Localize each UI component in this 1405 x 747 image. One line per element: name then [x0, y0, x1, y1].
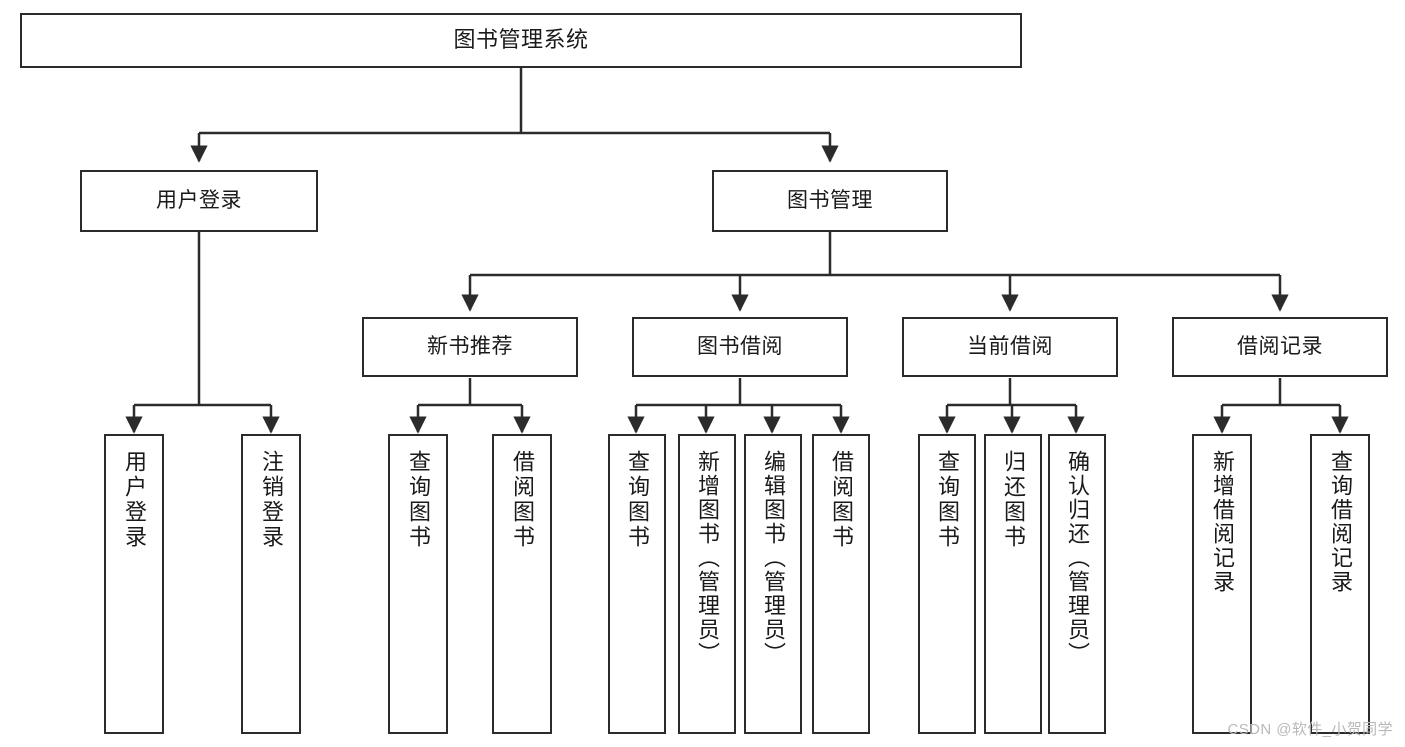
node-label: 借阅图书: [829, 450, 854, 550]
node-label: 查询借阅记录: [1328, 450, 1353, 594]
node-label: 查询图书: [625, 450, 650, 550]
leaf-records-add-record[interactable]: 新增借阅记录: [1192, 434, 1252, 734]
node-label: 用户登录: [122, 450, 147, 550]
leaf-borrow-edit-book-admin[interactable]: 编辑图书（管理员）: [744, 434, 802, 734]
node-label: 当前借阅: [967, 335, 1053, 359]
leaf-records-query-record[interactable]: 查询借阅记录: [1310, 434, 1370, 734]
node-borrow-records[interactable]: 借阅记录: [1172, 317, 1388, 377]
node-book-borrow[interactable]: 图书借阅: [632, 317, 848, 377]
leaf-current-return-book[interactable]: 归还图书: [984, 434, 1042, 734]
leaf-current-query-book[interactable]: 查询图书: [918, 434, 976, 734]
leaf-user-login[interactable]: 用户登录: [104, 434, 164, 734]
node-label: 借阅图书: [510, 450, 535, 550]
node-label: 查询图书: [935, 450, 960, 550]
leaf-current-confirm-return-admin[interactable]: 确认归还（管理员）: [1048, 434, 1106, 734]
leaf-recommend-query-book[interactable]: 查询图书: [388, 434, 448, 734]
watermark: CSDN @软件_小贺同学: [1227, 721, 1393, 738]
node-label: 编辑图书（管理员）: [761, 450, 786, 666]
node-label: 注销登录: [259, 450, 284, 550]
node-user-login[interactable]: 用户登录: [80, 170, 318, 232]
node-label: 新增借阅记录: [1210, 450, 1235, 594]
leaf-borrow-add-book-admin[interactable]: 新增图书（管理员）: [678, 434, 736, 734]
node-label: 确认归还（管理员）: [1065, 450, 1090, 666]
node-label: 查询图书: [406, 450, 431, 550]
node-label: 图书借阅: [697, 335, 783, 359]
leaf-logout[interactable]: 注销登录: [241, 434, 301, 734]
node-label: 新书推荐: [427, 335, 513, 359]
node-current-borrow[interactable]: 当前借阅: [902, 317, 1118, 377]
leaf-borrow-query-book[interactable]: 查询图书: [608, 434, 666, 734]
node-label: 借阅记录: [1237, 335, 1323, 359]
node-new-book-recommend[interactable]: 新书推荐: [362, 317, 578, 377]
node-label: 用户登录: [156, 189, 242, 213]
node-label: 新增图书（管理员）: [695, 450, 720, 666]
node-label: 图书管理系统: [453, 27, 589, 53]
node-label: 归还图书: [1001, 450, 1026, 550]
node-label: 图书管理: [787, 189, 873, 213]
node-book-management[interactable]: 图书管理: [712, 170, 948, 232]
leaf-recommend-borrow-book[interactable]: 借阅图书: [492, 434, 552, 734]
node-root-book-management-system[interactable]: 图书管理系统: [20, 13, 1022, 68]
leaf-borrow-borrow-book[interactable]: 借阅图书: [812, 434, 870, 734]
